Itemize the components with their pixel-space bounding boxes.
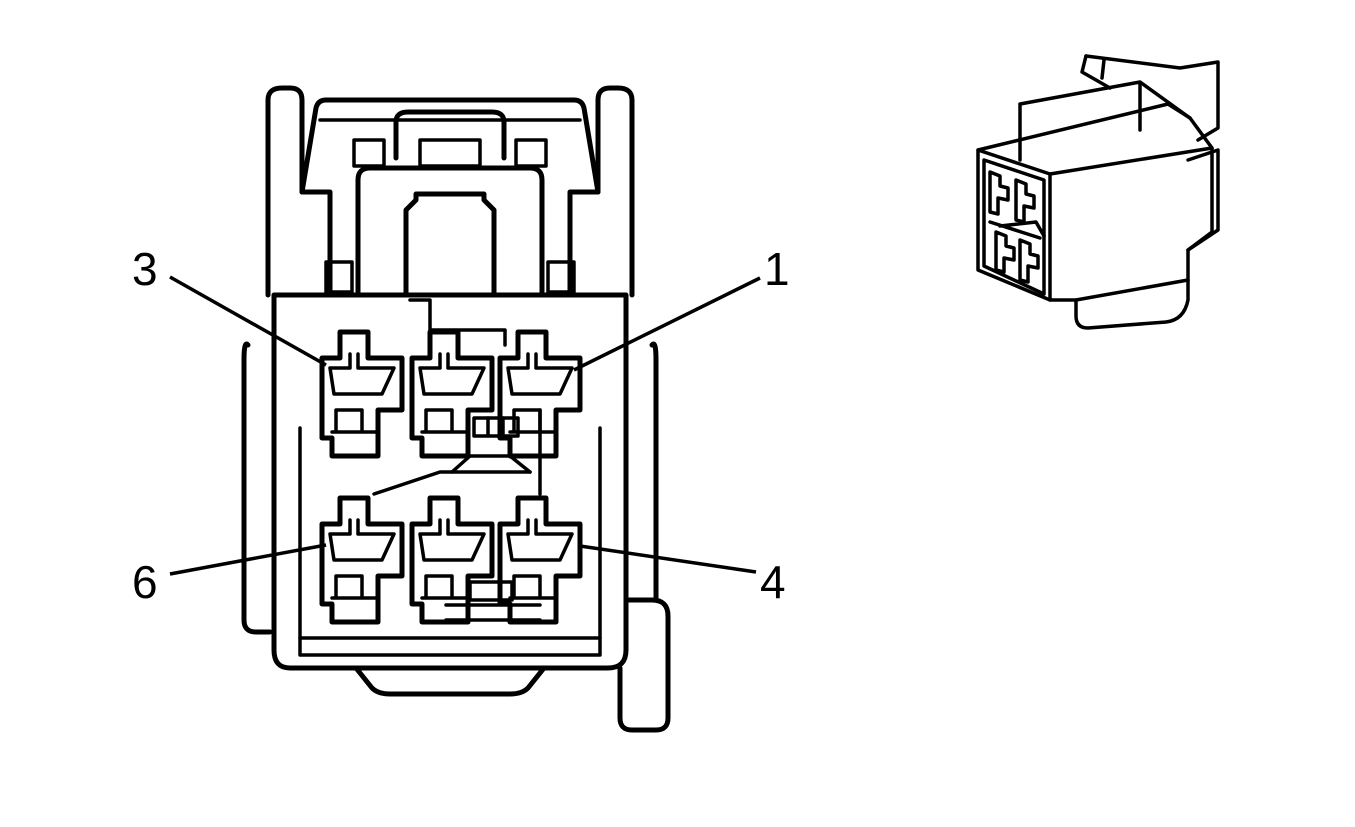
- top-lock-tab: [393, 109, 507, 161]
- pin-label-6: 6: [132, 556, 158, 608]
- pin-cavity: [409, 329, 495, 459]
- top-housing: [299, 97, 601, 195]
- pin-cavity: [409, 495, 495, 625]
- pin-cavities: [319, 329, 583, 625]
- pin-cavity: [497, 329, 583, 459]
- right-rail: [649, 341, 659, 603]
- left-rail: [241, 341, 273, 635]
- leader-pin-3: [169, 275, 327, 367]
- connector-body: [271, 292, 629, 671]
- left-latch: [265, 85, 333, 298]
- connector-end-view: [241, 85, 671, 733]
- right-latch: [567, 85, 635, 298]
- connector-isometric-view: [976, 54, 1220, 330]
- pin-label-3: 3: [132, 243, 158, 295]
- iso-body: [976, 102, 1214, 330]
- leader-lines: [169, 275, 761, 576]
- pin-label-1: 1: [764, 243, 790, 295]
- tpa-block: [355, 165, 545, 298]
- center-key: [472, 416, 520, 438]
- pin-cavity: [319, 495, 405, 625]
- bottom-tab: [353, 665, 547, 697]
- center-latch: [403, 191, 497, 298]
- leader-pin-4: [579, 544, 757, 574]
- pin-cavity: [497, 495, 583, 625]
- iso-latch: [1084, 54, 1220, 142]
- pin-label-4: 4: [760, 556, 786, 608]
- side-clip: [617, 597, 671, 733]
- pin-cavity: [319, 329, 405, 459]
- leader-pin-6: [169, 543, 327, 576]
- leader-pin-1: [573, 276, 761, 372]
- iso-face: [982, 158, 1046, 296]
